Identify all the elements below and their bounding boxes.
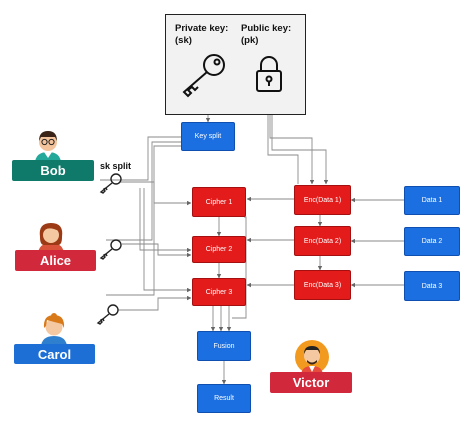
public-key-label: Public key: (pk) — [241, 23, 292, 46]
data1-node: Data 1 — [404, 186, 460, 215]
enc-data3-node: Enc(Data 3) — [294, 270, 351, 300]
alice-label: Alice — [15, 250, 96, 271]
cipher1-node: Cipher 1 — [192, 187, 246, 217]
small-key-icon — [99, 173, 122, 194]
cipher2-node: Cipher 2 — [192, 236, 246, 263]
padlock-icon — [256, 56, 282, 92]
bob-label: Bob — [12, 160, 94, 181]
result-node: Result — [197, 384, 251, 413]
avatar-carol — [41, 313, 67, 348]
private-key-label: Private key: (sk) — [175, 23, 229, 46]
key-icon — [182, 54, 225, 98]
avatar-victor — [295, 340, 329, 376]
key-split-node: Key split — [181, 122, 235, 151]
sk-split-label: sk split — [100, 161, 132, 171]
small-key-icon — [96, 304, 119, 325]
carol-label: Carol — [14, 344, 95, 364]
small-key-icon — [99, 239, 122, 260]
enc-data1-node: Enc(Data 1) — [294, 185, 351, 215]
data2-node: Data 2 — [404, 227, 460, 256]
avatar-bob — [35, 131, 61, 164]
keys-panel — [165, 14, 306, 115]
cipher3-node: Cipher 3 — [192, 278, 246, 306]
enc-data2-node: Enc(Data 2) — [294, 226, 351, 256]
data3-node: Data 3 — [404, 271, 460, 301]
victor-label: Victor — [270, 372, 352, 393]
fusion-node: Fusion — [197, 331, 251, 361]
